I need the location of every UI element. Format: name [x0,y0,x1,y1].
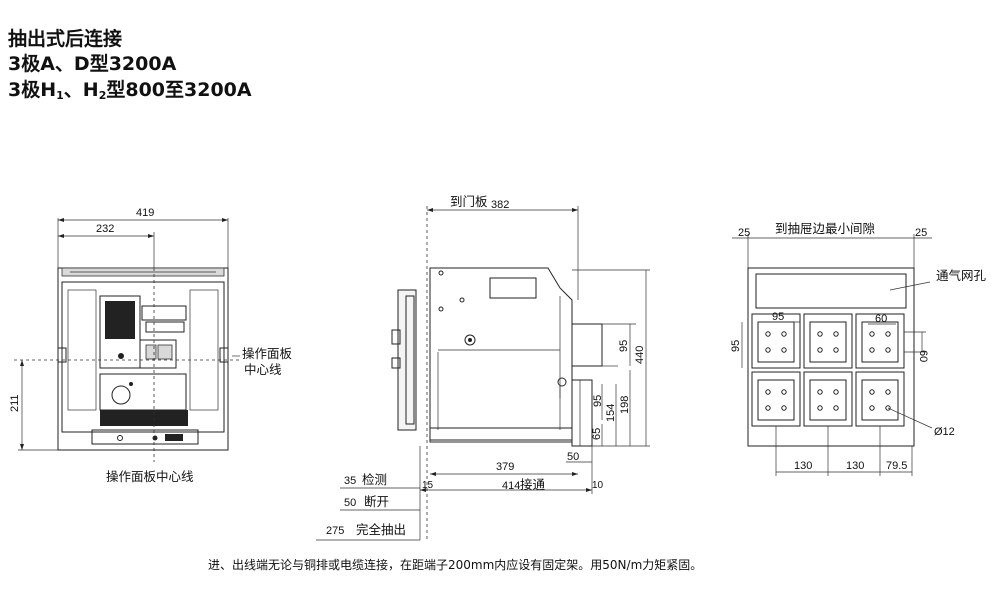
full-withdraw-label: 完全抽出 [356,522,406,537]
dim-65: 65 [591,428,603,440]
test-distance: 35 [344,475,356,487]
title-line-3-sub2: 2 [98,89,107,102]
dim-60-height: 60 [917,350,929,362]
dim-95-width: 95 [772,311,784,323]
connect-label: 接通 [520,477,546,492]
dim-95-height: 95 [730,340,742,352]
full-withdraw-distance: 275 [326,525,344,537]
to-door-label: 到门板 [450,194,488,209]
disconnect-label: 断开 [364,494,389,509]
dim-198: 198 [619,396,631,414]
title-line-3: 3极H1、H2型800至3200A [8,79,252,107]
pitch-2: 130 [846,460,864,472]
min-gap-label: 到抽屉边最小间隙 [775,221,875,236]
dim-379: 379 [496,461,514,473]
front-view: 419 232 [9,207,293,484]
dim-60-width: 60 [875,313,887,325]
dim-154: 154 [605,404,617,422]
disconnect-distance: 50 [344,497,356,509]
panel-centerline-bottom-label: 操作面板中心线 [106,469,194,484]
panel-centerline-side-label-2: 中心线 [244,362,282,377]
dim-front-width: 419 [136,207,154,219]
dim-15: 15 [422,480,434,491]
title-line-3-suffix: 型800至3200A [106,79,252,101]
title-line-3-prefix: 3极H [8,79,57,101]
dim-front-half: 232 [96,223,114,235]
title-line-3-mid: 、H [63,79,99,101]
dim-440: 440 [634,346,646,364]
dim-50-side: 50 [567,451,579,463]
dim-95-low: 95 [592,395,604,407]
side-view: 到门板 382 95 440 95 [316,194,650,541]
dim-95-top: 95 [618,340,630,352]
test-label: 检测 [362,472,387,487]
pitch-1: 130 [794,460,812,472]
title-line-2: 3极A、D型3200A [8,53,177,75]
dim-rear-left: 25 [738,227,750,239]
vent-label: 通气网孔 [936,268,987,283]
dim-10: 10 [592,480,604,491]
panel-centerline-side-label-1: 操作面板 [242,346,293,361]
hole-diameter: Ø12 [934,426,955,438]
dim-414: 414 [502,480,520,492]
title-line-1: 抽出式后连接 [8,28,123,50]
rear-view: 25 25 到抽屉边最小间隙 通气网孔 [730,221,987,476]
dim-rear-right: 25 [915,227,927,239]
footnote: 进、出线端无论与铜排或电缆连接，在距端子200mm内应设有固定架。用50N/m力… [208,557,702,572]
title-line-3-sub1: 1 [56,89,64,102]
dim-to-door: 382 [491,199,509,211]
pitch-3: 79.5 [886,460,907,472]
dim-front-height: 211 [9,394,21,412]
